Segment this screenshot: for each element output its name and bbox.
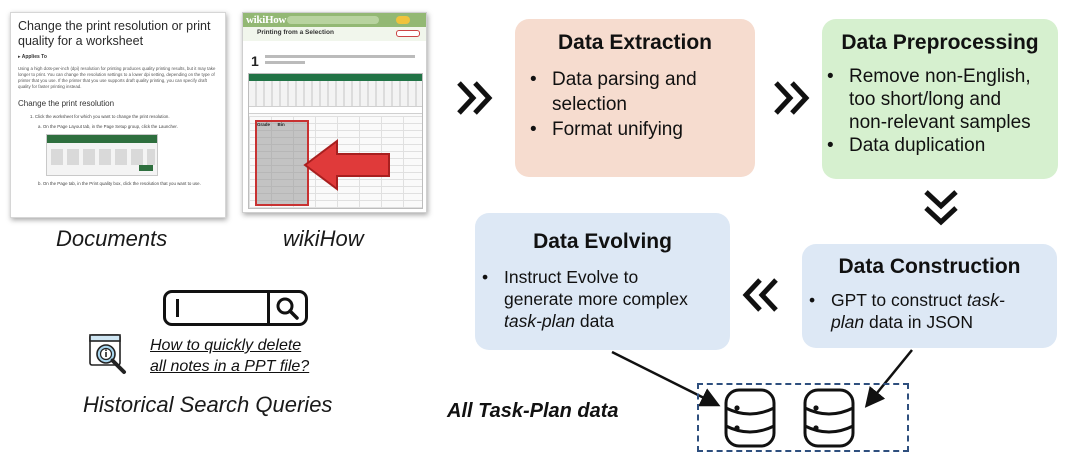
red-pointer-arrow-icon	[303, 139, 390, 191]
data-extraction-item: Format unifying	[530, 117, 755, 142]
document-paragraph: Using a high dots-per-inch (dpi) resolut…	[18, 66, 216, 89]
data-extraction-title: Data Extraction	[557, 31, 713, 54]
document-screenshot: Change the print resolution or print qua…	[10, 12, 226, 218]
document-step-3: b. On the Page tab, in the Print quality…	[38, 181, 201, 186]
column-grade: Grade	[257, 122, 271, 127]
item-text: Remove non-English,	[849, 66, 1031, 87]
search-query-line-1: How to quickly delete	[150, 337, 302, 354]
wikihow-step-text	[265, 55, 415, 58]
wikihow-badge	[396, 16, 410, 24]
item-text: Format unifying	[552, 119, 683, 140]
data-extraction-item: Data parsing and selection	[530, 67, 755, 117]
data-preprocessing-box: Data Preprocessing Remove non-English,to…	[822, 19, 1058, 179]
item-text: data	[575, 311, 614, 331]
item-text: generate more complex	[504, 289, 688, 309]
item-text: data in JSON	[864, 312, 974, 332]
all-data-frame	[697, 383, 909, 452]
selected-cells	[255, 120, 309, 206]
document-title: Change the print resolution or print qua…	[18, 19, 218, 49]
item-text-emphasis: task-plan	[504, 311, 576, 331]
wikihow-logo: wikiHow	[246, 14, 287, 26]
data-evolving-box: Data Evolving Instruct Evolve to generat…	[475, 213, 730, 350]
text-cursor-icon	[176, 299, 179, 317]
data-preprocessing-item: Remove non-English,too short/long andnon…	[827, 65, 1058, 134]
item-text: selection	[552, 94, 627, 115]
double-chevron-right-icon	[774, 81, 810, 115]
document-applies-to: ▸ Applies To	[18, 54, 47, 60]
document-title-line-2: quality for a worksheet	[18, 34, 144, 48]
all-data-label: All Task-Plan data	[447, 400, 619, 422]
excel-column-headers: Grade Bin	[257, 122, 285, 127]
wikihow-step-number: 1	[251, 53, 259, 69]
wikihow-search-bar	[287, 16, 379, 24]
data-preprocessing-list: Remove non-English,too short/long andnon…	[827, 65, 1058, 157]
data-construction-list: GPT to construct task- plan data in JSON	[809, 289, 1057, 333]
item-text: GPT to construct	[831, 290, 967, 310]
wikihow-step-text-2	[265, 61, 305, 64]
double-chevron-down-icon	[924, 190, 958, 226]
data-evolving-title: Data Evolving	[533, 230, 672, 253]
data-construction-title: Data Construction	[838, 255, 1021, 278]
arrow-construction-to-data	[864, 349, 913, 408]
database-icon	[724, 388, 776, 448]
wikihow-header-title: Printing from a Selection	[257, 29, 334, 36]
item-text: non-relevant samples	[849, 112, 1031, 133]
document-subheading: Change the print resolution	[18, 99, 115, 108]
double-chevron-right-icon	[457, 81, 493, 115]
document-ribbon-image	[46, 134, 158, 176]
item-text: Instruct Evolve to	[504, 267, 639, 287]
item-text-emphasis: plan	[831, 312, 865, 332]
magnifier-icon	[276, 297, 299, 320]
data-construction-item: GPT to construct task- plan data in JSON	[809, 289, 1057, 333]
column-bin: Bin	[277, 122, 285, 127]
document-step-1: 1. Click the worksheet for which you wan…	[30, 114, 170, 119]
caption-documents: Documents	[56, 226, 168, 251]
data-construction-box: Data Construction GPT to construct task-…	[802, 244, 1057, 348]
data-extraction-box: Data Extraction Data parsing and selectio…	[515, 19, 755, 177]
search-box-icon	[163, 290, 308, 326]
wikihow-screenshot: wikiHow Printing from a Selection 1 Grad…	[242, 12, 427, 213]
wikihow-header-button	[396, 30, 420, 37]
item-text: too short/long and	[849, 89, 1002, 110]
item-text-emphasis: task-	[966, 290, 1005, 310]
data-extraction-list: Data parsing and selection Format unifyin…	[530, 67, 755, 142]
search-history-icon	[89, 334, 126, 374]
document-title-line-1: Change the print resolution or print	[18, 19, 211, 33]
database-icon	[803, 388, 855, 448]
data-evolving-item: Instruct Evolve to generate more complex…	[482, 266, 730, 332]
caption-wikihow: wikiHow	[283, 226, 364, 251]
wikihow-article-header: Printing from a Selection	[243, 27, 426, 41]
double-chevron-left-icon	[742, 278, 778, 312]
item-text: Data duplication	[849, 135, 986, 156]
document-step-2: a. On the Page Layout tab, in the Page S…	[38, 124, 178, 129]
data-evolving-list: Instruct Evolve to generate more complex…	[482, 266, 730, 332]
data-preprocessing-title: Data Preprocessing	[841, 31, 1039, 54]
search-query-line-2: all notes in a PPT file?	[150, 358, 310, 375]
data-preprocessing-item: Data duplication	[827, 134, 1058, 157]
caption-search-queries: Historical Search Queries	[83, 392, 333, 417]
search-query-text: How to quickly delete all notes in a PPT…	[150, 335, 309, 377]
wikihow-top-bar: wikiHow	[243, 13, 426, 27]
item-text: Data parsing and	[552, 69, 697, 90]
